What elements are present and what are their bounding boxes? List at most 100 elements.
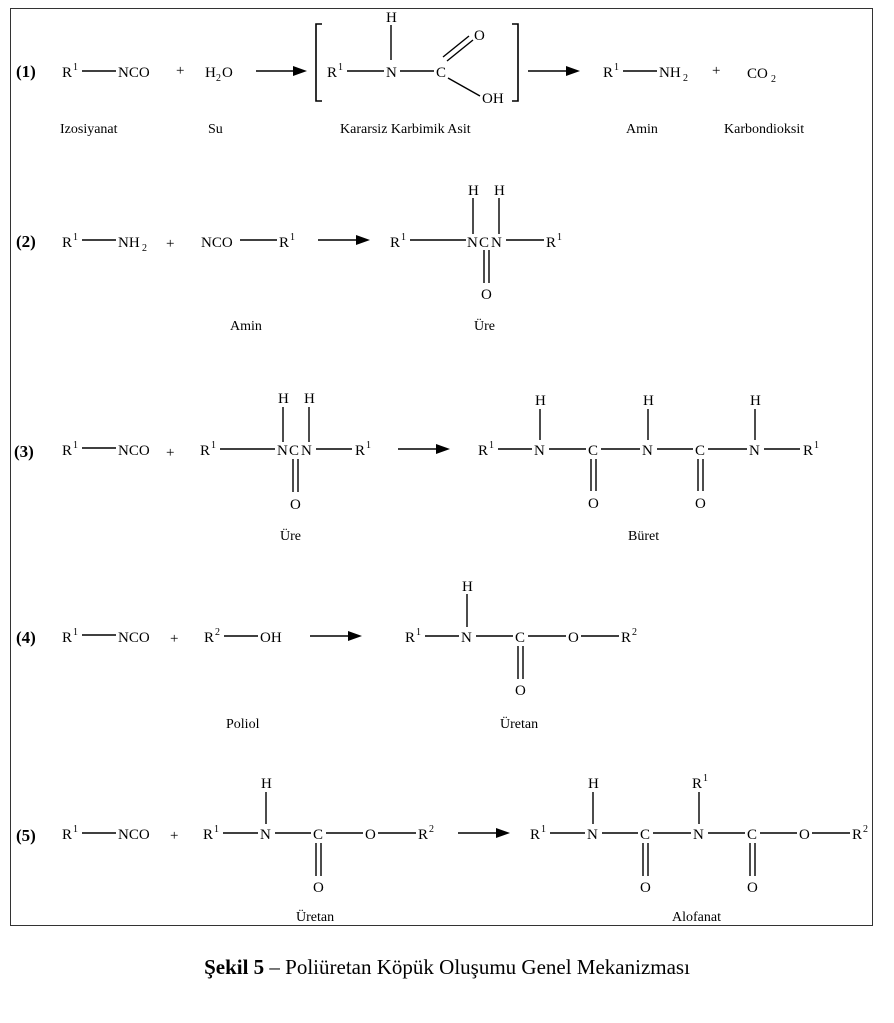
biuret: R 1 N H C O N H C O N H R 1 bbox=[478, 393, 819, 512]
atom-c: C bbox=[289, 443, 299, 459]
allophanate: R 1 N H C O N R 1 C O O R 2 bbox=[530, 773, 868, 896]
label-polyol: Poliol bbox=[226, 717, 260, 732]
superscript: 1 bbox=[214, 824, 219, 835]
carbon-dioxide: CO 2 bbox=[747, 66, 776, 85]
atom-c: C bbox=[747, 827, 757, 843]
atom-r: R bbox=[62, 65, 72, 81]
carbamic-acid: R 1 N H C O OH bbox=[315, 10, 519, 107]
atom-r: R bbox=[692, 776, 702, 792]
atom-r: R bbox=[62, 443, 72, 459]
superscript: 1 bbox=[73, 232, 78, 243]
superscript: 1 bbox=[401, 232, 406, 243]
atom-n: N bbox=[461, 630, 472, 646]
atom-n: N bbox=[301, 443, 312, 459]
label-urea: Üre bbox=[280, 527, 301, 544]
superscript: 1 bbox=[614, 62, 619, 73]
atom-r: R bbox=[200, 443, 210, 459]
label-carbamic-acid: Kararsiz Karbimik Asit bbox=[340, 122, 471, 137]
atom-nco: NCO bbox=[118, 65, 150, 81]
atom-r: R bbox=[204, 630, 214, 646]
atom-o: O bbox=[799, 827, 810, 843]
atom-h: H bbox=[205, 65, 216, 81]
atom-c: C bbox=[695, 443, 705, 459]
superscript: 1 bbox=[338, 62, 343, 73]
mechanism-frame bbox=[10, 8, 873, 926]
label-carbon-dioxide: Karbondioksit bbox=[724, 122, 804, 137]
atom-h: H bbox=[462, 579, 473, 595]
atom-r: R bbox=[62, 827, 72, 843]
atom-o: O bbox=[474, 28, 485, 44]
atom-c: C bbox=[313, 827, 323, 843]
label-biuret: Büret bbox=[628, 529, 659, 544]
atom-n: N bbox=[587, 827, 598, 843]
atom-r: R bbox=[621, 630, 631, 646]
reaction-arrow bbox=[398, 444, 450, 454]
superscript: 1 bbox=[814, 440, 819, 451]
superscript: 1 bbox=[489, 440, 494, 451]
superscript: 1 bbox=[366, 440, 371, 451]
atom-oh: OH bbox=[260, 630, 282, 646]
atom-o: O bbox=[640, 880, 651, 896]
reaction-arrow bbox=[458, 828, 510, 838]
plus-sign: + bbox=[170, 631, 178, 647]
isocyanate: R 1 NCO bbox=[62, 62, 150, 81]
isocyanate: NCO R 1 bbox=[201, 232, 295, 251]
isocyanate: R 1 NCO bbox=[62, 824, 150, 843]
isocyanate: R 1 NCO bbox=[62, 440, 150, 459]
double-bond bbox=[446, 39, 474, 62]
atom-r: R bbox=[327, 65, 337, 81]
superscript: 1 bbox=[541, 824, 546, 835]
atom-h: H bbox=[643, 393, 654, 409]
atom-o: O bbox=[588, 496, 599, 512]
atom-r: R bbox=[852, 827, 862, 843]
atom-r: R bbox=[530, 827, 540, 843]
atom-n: N bbox=[260, 827, 271, 843]
single-bond bbox=[447, 77, 481, 97]
atom-r: R bbox=[546, 235, 556, 251]
atom-o: O bbox=[222, 65, 233, 81]
polyol: R 2 OH bbox=[204, 627, 282, 646]
atom-n: N bbox=[277, 443, 288, 459]
label-amine: Amin bbox=[626, 122, 658, 137]
atom-h: H bbox=[261, 776, 272, 792]
amine: R 1 NH 2 bbox=[603, 62, 688, 84]
atom-oh: OH bbox=[482, 91, 504, 107]
urethane: R 1 N H C O O R 2 bbox=[405, 579, 637, 699]
superscript: 1 bbox=[73, 824, 78, 835]
atom-o: O bbox=[747, 880, 758, 896]
reaction-number: (4) bbox=[16, 628, 36, 647]
atom-nco: NCO bbox=[118, 443, 150, 459]
label-allophanate: Alofanat bbox=[672, 910, 721, 925]
atom-h: H bbox=[304, 391, 315, 407]
atom-r: R bbox=[62, 630, 72, 646]
plus-sign: + bbox=[166, 445, 174, 461]
label-urea: Üre bbox=[474, 317, 495, 334]
atom-n: N bbox=[534, 443, 545, 459]
superscript: 1 bbox=[703, 773, 708, 784]
atom-nco: NCO bbox=[118, 630, 150, 646]
caption-dash: – bbox=[264, 955, 286, 979]
atom-r: R bbox=[603, 65, 613, 81]
left-bracket bbox=[315, 23, 322, 102]
atom-o: O bbox=[515, 683, 526, 699]
atom-o: O bbox=[695, 496, 706, 512]
atom-nco: NCO bbox=[118, 827, 150, 843]
label-isocyanate: Izosiyanat bbox=[60, 122, 118, 137]
amine: R 1 NH 2 bbox=[62, 232, 147, 254]
superscript: 1 bbox=[290, 232, 295, 243]
plus-sign: + bbox=[712, 63, 720, 79]
atom-r: R bbox=[418, 827, 428, 843]
atom-r: R bbox=[390, 235, 400, 251]
atom-c: C bbox=[588, 443, 598, 459]
superscript: 1 bbox=[73, 62, 78, 73]
water: H 2 O bbox=[205, 65, 233, 84]
atom-h: H bbox=[588, 776, 599, 792]
reaction-arrow bbox=[318, 235, 370, 245]
atom-r: R bbox=[478, 443, 488, 459]
double-bond bbox=[442, 35, 470, 58]
atom-h: H bbox=[535, 393, 546, 409]
atom-o: O bbox=[313, 880, 324, 896]
atom-r: R bbox=[279, 235, 289, 251]
label-water: Su bbox=[208, 122, 223, 137]
atom-h: H bbox=[386, 10, 397, 26]
